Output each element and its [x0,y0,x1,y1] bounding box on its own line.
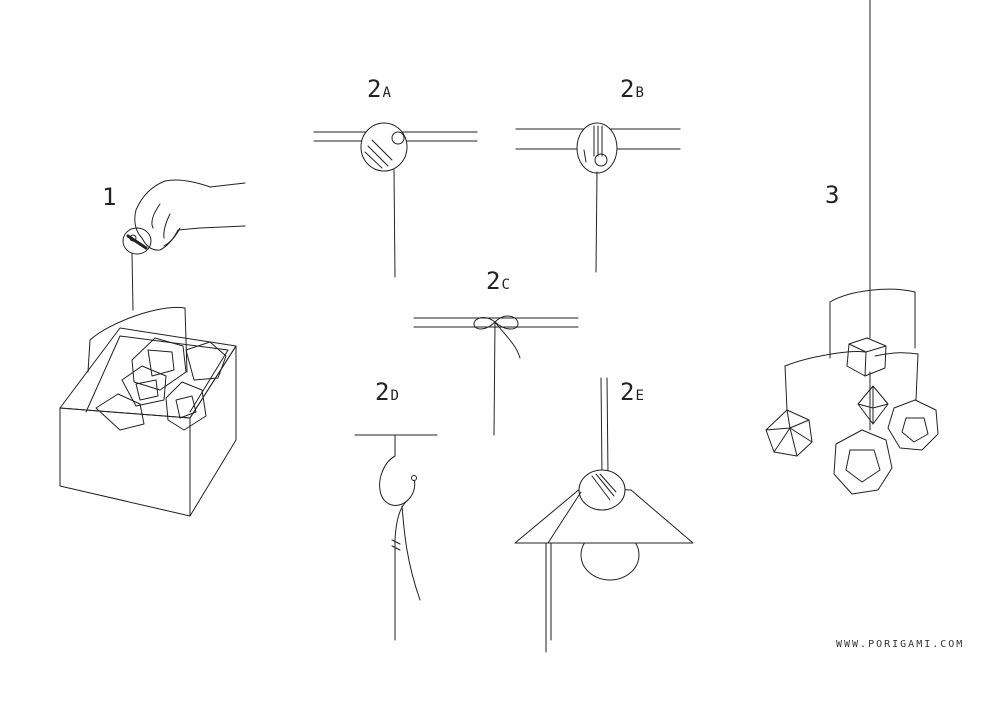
step-2e-illustration [515,378,693,652]
mobile-octahedron [858,386,888,424]
step-letter: C [501,277,510,293]
step-number: 2 [620,378,635,406]
step-letter: A [382,85,391,101]
step-2d-illustration [355,435,437,640]
website-url: WWW.PORIGAMI.COM [836,639,965,650]
step-number: 2 [375,378,390,406]
mobile-icosahedron [766,410,812,456]
step-3-illustration [766,0,938,494]
step-number: 1 [102,183,117,211]
mobile-dodecahedron-small [888,400,938,450]
step-1-illustration [60,180,245,516]
step-number: 2 [486,267,501,295]
mobile-dodecahedron-large [834,430,892,494]
step-label-2a: 2A [367,77,391,101]
step-letter: E [635,388,644,404]
step-label-2d: 2D [375,380,399,404]
step-number: 3 [825,181,840,209]
mobile-cube-polyhedron [847,338,886,376]
step-label-2c: 2C [486,269,510,293]
step-label-2b: 2B [620,77,644,101]
step-letter: D [390,388,399,404]
step-label-2e: 2E [620,380,644,404]
step-2b-illustration [516,123,680,272]
step-letter: B [635,85,644,101]
step-label-1: 1 [102,185,116,209]
step-number: 2 [620,75,635,103]
step-2a-illustration [314,123,477,277]
box-illustration [60,307,236,516]
step-number: 2 [367,75,382,103]
box-polyhedra [96,338,226,430]
hanger-tag-icon [123,228,151,254]
string-1 [132,253,133,310]
step-label-3: 3 [825,183,839,207]
step-2c-illustration [414,316,578,435]
